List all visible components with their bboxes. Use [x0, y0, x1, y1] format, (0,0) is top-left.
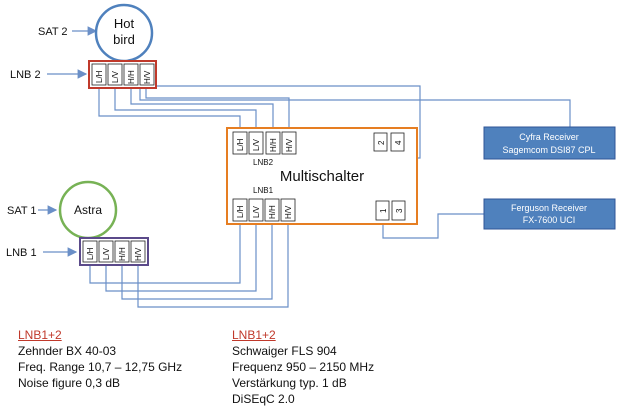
- notes-right-heading: LNB1+2: [232, 328, 276, 342]
- ms-lnb2-port-box: [232, 131, 248, 155]
- notes-left-line: Freq. Range 10,7 – 12,75 GHz: [18, 360, 183, 374]
- ms-output-4: 4: [394, 140, 403, 145]
- ms-output-4-box: [390, 132, 405, 152]
- ms-lnb2-port-box: [265, 131, 281, 155]
- cable-lnb1-hh: [121, 222, 273, 300]
- notes-left-line: Zehnder BX 40-03: [18, 344, 117, 358]
- notes-left-heading: LNB1+2: [18, 328, 62, 342]
- sat2-label: SAT 2: [38, 26, 68, 38]
- cable-lnb2-lv: [114, 88, 257, 130]
- lnb2-port-hv: H/V: [143, 70, 152, 84]
- cable-lnb2-hh: [130, 88, 274, 130]
- cyfra-line2: Sagemcom DSI87 CPL: [502, 145, 595, 155]
- ferguson-line2: FX-7600 UCI: [523, 215, 576, 225]
- cable-lnb1-hv: [137, 222, 289, 308]
- ms-lnb2-port-lh: L/H: [236, 138, 245, 151]
- ferguson-line1: Ferguson Receiver: [511, 203, 587, 213]
- sat2-name-line2: bird: [113, 32, 135, 47]
- satellite-sat2: SAT 2 Hot bird: [38, 3, 154, 63]
- lnb1-port-hv: H/V: [134, 247, 143, 261]
- ms-lnb1-port-lv: L/V: [252, 205, 261, 218]
- ms-lnb2-port-box: [281, 131, 297, 155]
- ms-lnb1-port-box: [248, 198, 264, 222]
- lnb2-port-lh: L/H: [95, 70, 104, 83]
- cable-out-ferguson: [382, 213, 484, 239]
- ms-lnb1-port-lh: L/H: [236, 205, 245, 218]
- cables: [89, 85, 571, 308]
- lnb1-port-lh: L/H: [86, 247, 95, 260]
- notes-right-line: Schwaiger FLS 904: [232, 344, 337, 358]
- cyfra-box: [483, 126, 616, 160]
- lnb2-label: LNB 2: [10, 69, 41, 81]
- notes-left-line: Noise figure 0,3 dB: [18, 376, 121, 390]
- cable-lnb1-lh: [89, 222, 241, 284]
- lnb1-port-hh: H/H: [118, 247, 127, 261]
- ms-lnb1-port-box: [280, 198, 296, 222]
- lnb1-port-lv: L/V: [102, 247, 111, 260]
- cable-lnb1-lv: [105, 222, 257, 292]
- lnb2-port-hh: H/H: [127, 70, 136, 84]
- ms-output-2-box: [373, 132, 388, 152]
- ms-lnb2-label: LNB2: [253, 158, 274, 167]
- ms-output-1-box: [375, 200, 390, 221]
- ms-lnb2-port-hv: H/V: [285, 138, 294, 152]
- notes-right-line: DiSEqC 2.0: [232, 392, 295, 406]
- ms-output-3: 3: [395, 208, 404, 213]
- lnb1-port-box: [82, 240, 98, 263]
- multiswitch-title: Multischalter: [280, 168, 364, 185]
- ms-lnb2-port-hh: H/H: [269, 138, 278, 152]
- ms-output-2: 2: [377, 140, 386, 145]
- ms-output-1: 1: [379, 208, 388, 213]
- cyfra-line1: Cyfra Receiver: [519, 132, 579, 142]
- lnb2-port-box: [107, 63, 123, 86]
- notes-left: LNB1+2 Zehnder BX 40-03 Freq. Range 10,7…: [18, 327, 182, 391]
- cable-lnb2-hv: [145, 88, 290, 130]
- ms-lnb1-port-hv: H/V: [284, 205, 293, 219]
- sat2-name-line1: Hot: [114, 16, 135, 31]
- notes-right-line: Frequenz 950 – 2150 MHz: [232, 360, 375, 374]
- satellite-sat1: SAT 1 Astra: [7, 180, 118, 240]
- lnb2-port-lv: L/V: [111, 70, 120, 83]
- ms-lnb1-port-box: [232, 198, 248, 222]
- cable-lnb2-lh: [98, 88, 241, 130]
- ms-lnb1-port-hh: H/H: [268, 205, 277, 219]
- ms-lnb2-port-lv: L/V: [252, 138, 261, 151]
- ms-output-3-box: [391, 200, 406, 221]
- lnb2-port-box: [139, 63, 155, 86]
- lnb1-label: LNB 1: [6, 247, 37, 259]
- lnb1-port-box: [114, 240, 130, 263]
- ferguson-box: [483, 198, 616, 230]
- receiver-ferguson: Ferguson Receiver FX-7600 UCI: [483, 198, 616, 230]
- lnb2: LNB 2 L/H L/V H/H H/V: [10, 60, 157, 89]
- lnb1-ports: L/H L/V H/H H/V: [82, 240, 146, 263]
- lnb2-ports: L/H L/V H/H H/V: [91, 63, 155, 86]
- multiswitch: Multischalter L/H L/V H/H H/V LNB2 LNB1 …: [226, 127, 418, 225]
- notes-right: LNB1+2 Schwaiger FLS 904 Frequenz 950 – …: [232, 327, 374, 407]
- ms-lnb1-port-box: [264, 198, 280, 222]
- ms-lnb1-label: LNB1: [253, 186, 274, 195]
- sat1-label: SAT 1: [7, 205, 37, 217]
- lnb2-port-box: [123, 63, 139, 86]
- lnb1-port-box: [98, 240, 114, 263]
- ms-lnb2-port-box: [248, 131, 264, 155]
- notes-right-line: Verstärkung typ. 1 dB: [232, 376, 347, 390]
- lnb1: LNB 1 L/H L/V H/H H/V: [6, 237, 149, 266]
- sat1-name: Astra: [74, 203, 102, 217]
- lnb2-port-box: [91, 63, 107, 86]
- receiver-cyfra: Cyfra Receiver Sagemcom DSI87 CPL: [483, 126, 616, 160]
- lnb1-port-box: [130, 240, 146, 263]
